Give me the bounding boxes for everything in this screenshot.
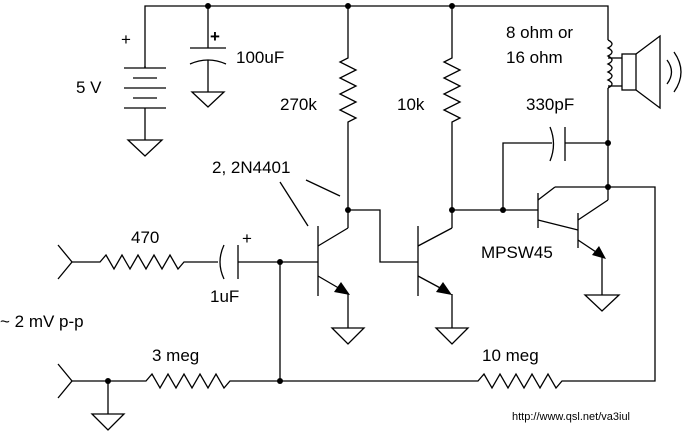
battery-voltage-label: 5 V: [76, 78, 102, 97]
transistor-q1: [280, 210, 366, 345]
transistor-q2: [348, 209, 470, 345]
resistor-3meg-label: 3 meg: [152, 346, 199, 365]
resistor-10k-label: 10k: [397, 95, 425, 114]
input-level-label: ~ 2 mV p-p: [0, 312, 84, 331]
cap-330pf-label: 330pF: [526, 95, 574, 114]
capacitor-1uf: [219, 244, 280, 280]
input-470-path: [57, 244, 218, 280]
bias-network: [57, 262, 566, 431]
darlington-label: MPSW45: [481, 243, 553, 262]
speaker-icon: [606, 34, 682, 187]
transistor-type-label: 2, 2N4401: [212, 158, 290, 177]
battery-plus-label: +: [121, 30, 131, 49]
ground-battery: [126, 139, 164, 157]
resistor-270k-label: 270k: [280, 95, 317, 114]
transistor-label-pointers: [279, 179, 341, 227]
junction-dots: [105, 3, 611, 384]
cap-100uf-label: 100uF: [236, 48, 284, 67]
capacitor-330pf: [502, 126, 608, 210]
resistor-10k: [442, 6, 462, 210]
battery-5v: [124, 66, 166, 140]
resistor-270k: [338, 6, 358, 210]
cap-plus-label: +: [210, 27, 220, 46]
cap-1uf-label: 1uF: [210, 287, 239, 306]
input-cap-plus-label: +: [242, 229, 252, 248]
resistor-470-label: 470: [131, 228, 159, 247]
supply-rail: [144, 5, 609, 68]
speaker-label-line1: 8 ohm or: [506, 23, 573, 42]
resistor-10meg-label: 10 meg: [482, 346, 539, 365]
speaker-label-line2: 16 ohm: [506, 48, 563, 67]
source-url: http://www.qsl.net/va3iul: [512, 411, 630, 423]
capacitor-100uf: [189, 6, 227, 108]
